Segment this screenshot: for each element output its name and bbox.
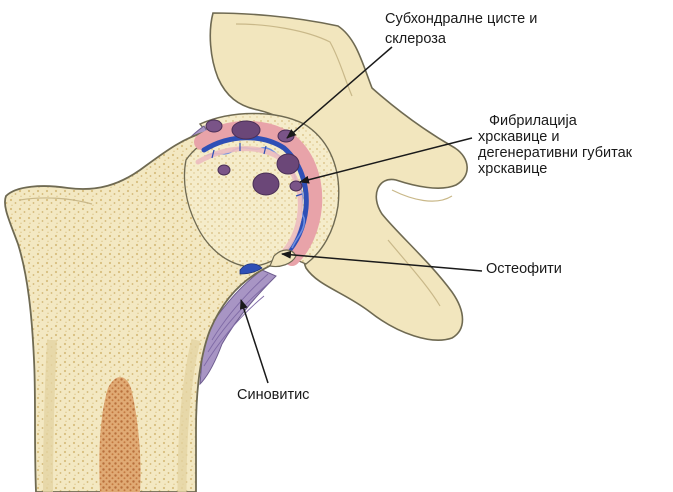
label-fibrillation-line4: хрскавице — [478, 161, 547, 177]
label-subchondral-cysts-line1: Субхондралне цисте и — [385, 11, 537, 27]
label-fibrillation-line1: Фибрилација — [489, 113, 577, 129]
arrow-synovitis — [241, 300, 268, 383]
label-fibrillation-line2: хрскавице и — [478, 129, 559, 145]
label-osteophytes: Остеофити — [486, 261, 562, 277]
label-synovitis: Синовитис — [237, 387, 309, 403]
label-fibrillation-line3: дегенеративни губитак — [478, 145, 632, 161]
label-subchondral-cysts-line2: склероза — [385, 31, 446, 47]
